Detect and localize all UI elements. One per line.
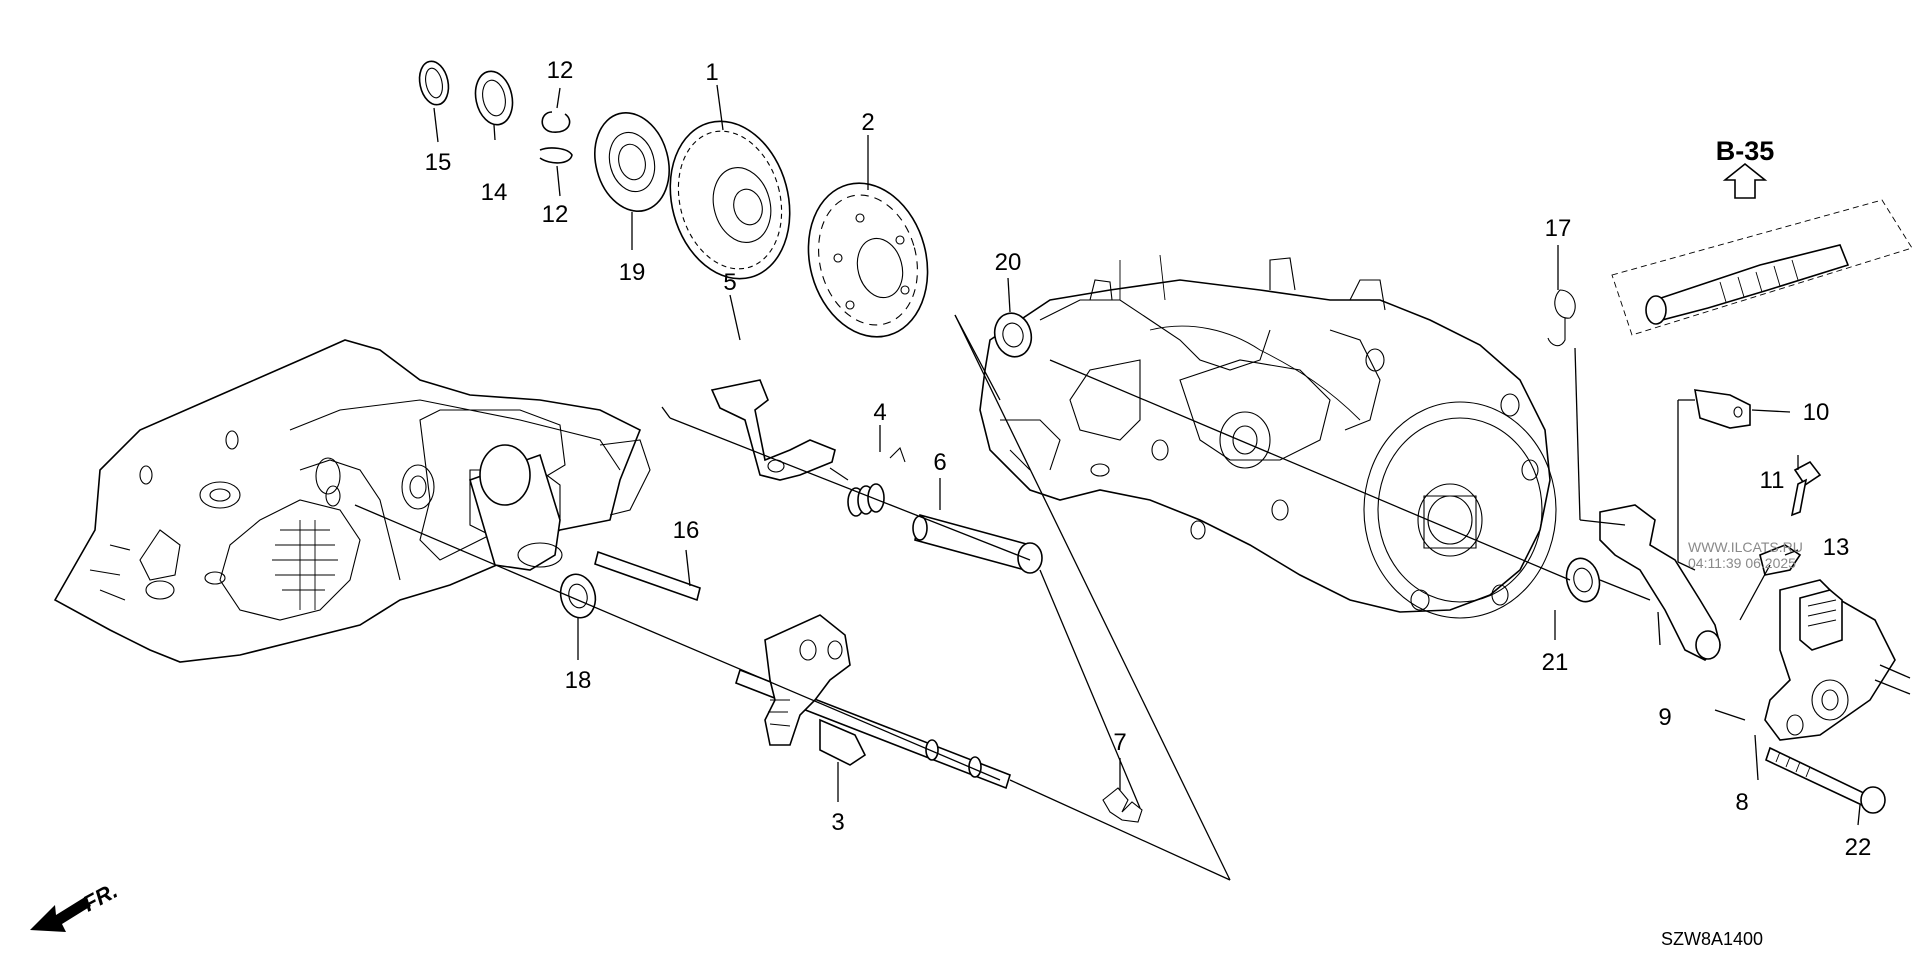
- callout-4: 4: [873, 399, 886, 426]
- part-17-clip: [1547, 289, 1576, 347]
- part-1-gear: [669, 120, 791, 280]
- callout-18: 18: [565, 667, 592, 694]
- callout-20: 20: [995, 249, 1022, 276]
- part-4-spring: [829, 446, 906, 517]
- callout-22: 22: [1845, 834, 1872, 861]
- part-5-pawl-arm: [710, 379, 836, 481]
- b35-reference-box: [1611, 162, 1913, 336]
- part-14-oil-seal: [474, 70, 514, 126]
- callout-15: 15: [425, 149, 452, 176]
- part-11-bolt: [1790, 460, 1822, 517]
- callout-12-lower: 12: [542, 201, 569, 228]
- callout-7: 7: [1113, 729, 1126, 756]
- callout-17: 17: [1545, 215, 1572, 242]
- callout-5: 5: [723, 269, 736, 296]
- watermark-line-1: WWW.ILCATS.RU: [1688, 539, 1803, 555]
- callout-19: 19: [619, 259, 646, 286]
- transmission-housing-left: [53, 339, 651, 663]
- drawing-code: SZW8A1400: [1661, 929, 1763, 949]
- transmission-case-right: [979, 254, 1557, 619]
- callout-16: 16: [673, 517, 700, 544]
- leader-lines: [354, 84, 1911, 881]
- part-6-pin: [912, 514, 1043, 574]
- front-direction-indicator: FR.: [30, 878, 122, 932]
- part-7-spring: [1102, 787, 1143, 823]
- callout-21: 21: [1542, 649, 1569, 676]
- part-22-bolt: [1765, 746, 1886, 814]
- callout-12-upper: 12: [547, 57, 574, 84]
- part-20-seal: [993, 312, 1033, 358]
- watermark-line-2: 04:11:39 06.2025: [1688, 555, 1796, 571]
- part-2-park-gear: [807, 182, 929, 338]
- part-10-bracket: [1694, 389, 1751, 429]
- part-15-oil-seal: [418, 60, 450, 106]
- callout-1: 1: [705, 59, 718, 86]
- part-18-seal: [559, 573, 597, 619]
- part-19-ball-bearing: [594, 112, 670, 212]
- front-arrow-icon: [30, 897, 91, 932]
- part-16-dowel-pin: [594, 550, 701, 602]
- callout-14: 14: [481, 179, 508, 206]
- reference-label: B-35: [1716, 136, 1775, 166]
- front-label: FR.: [79, 878, 122, 917]
- callout-10: 10: [1803, 399, 1830, 426]
- callout-9: 9: [1658, 704, 1671, 731]
- callout-6: 6: [933, 449, 946, 476]
- callout-2: 2: [861, 109, 874, 136]
- callout-labels: 1 2 3 4 5 6 7 8 9 10 11 12 12 13 14 15 1…: [425, 57, 1872, 861]
- part-9-detent-arm: [1599, 504, 1721, 661]
- callout-11: 11: [1760, 467, 1785, 494]
- part-12-snap-rings: [539, 111, 573, 164]
- part-8-range-switch: [1764, 579, 1896, 741]
- callout-13: 13: [1823, 534, 1850, 561]
- callout-8: 8: [1735, 789, 1748, 816]
- part-3-control-shaft: [735, 614, 1011, 790]
- callout-3: 3: [831, 809, 844, 836]
- part-21-seal: [1565, 557, 1601, 603]
- bushing-cup: [469, 444, 563, 571]
